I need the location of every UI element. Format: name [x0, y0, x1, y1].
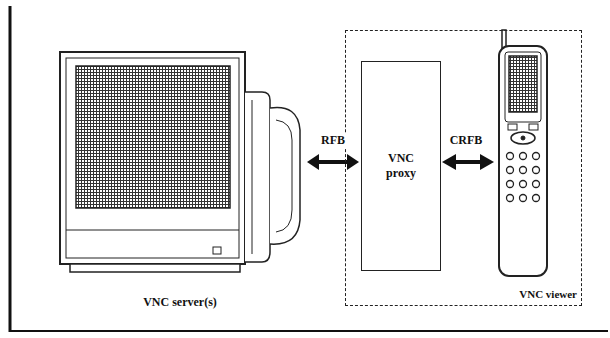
proxy-box: VNC proxy — [361, 61, 441, 271]
double-arrow — [442, 154, 494, 170]
computer-illustration — [60, 52, 300, 272]
server-node: VNC server(s) — [55, 40, 305, 312]
protocol-label: CRFB — [448, 133, 485, 148]
node-label: VNC proxy — [376, 151, 426, 181]
viewer-group: VNC viewer VNC proxy — [345, 30, 582, 306]
phone-illustration — [499, 30, 547, 276]
connector — [307, 154, 359, 170]
arrow-head — [307, 154, 319, 170]
arrow-head — [347, 154, 359, 170]
connector-line — [318, 160, 348, 164]
frame-line — [9, 6, 12, 332]
frame-line — [9, 330, 608, 332]
protocol-label: RFB — [319, 133, 347, 148]
node-label: VNC server(s) — [55, 295, 305, 310]
node-label: VNC viewer — [519, 288, 577, 302]
